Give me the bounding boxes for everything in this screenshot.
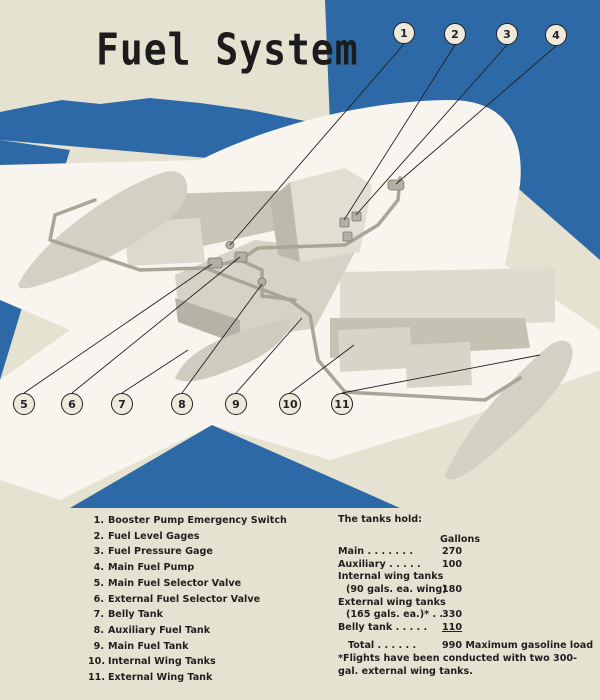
tank-value: 110 <box>442 622 462 635</box>
tank-label: Auxiliary . . . . . <box>338 559 421 570</box>
page-title: Fuel System <box>96 24 359 75</box>
legend-item: 1. Booster Pump Emergency Switch <box>88 513 287 529</box>
tank-row: External wing tanks <box>338 597 588 610</box>
tanks-unit-header: Gallons <box>338 534 588 547</box>
legend-text: Fuel Pressure Gage <box>108 546 213 557</box>
total-label: Total . . . . . . <box>338 640 416 651</box>
callout-4: 4 <box>545 24 567 46</box>
legend-text: Main Fuel Pump <box>108 562 194 573</box>
legend-text: Auxiliary Fuel Tank <box>108 625 210 636</box>
tank-value: 330 <box>442 609 462 622</box>
tanks-heading: The tanks hold: <box>338 514 588 527</box>
legend-number: 2. <box>88 529 104 545</box>
legend-item: 6. External Fuel Selector Valve <box>88 592 287 608</box>
tank-label: Belly tank . . . . . <box>338 622 427 633</box>
callout-2: 2 <box>444 23 466 45</box>
tank-label: Internal wing tanks <box>338 571 443 582</box>
legend-item: 8. Auxiliary Fuel Tank <box>88 623 287 639</box>
legend-item: 5. Main Fuel Selector Valve <box>88 576 287 592</box>
callout-3: 3 <box>496 23 518 45</box>
legend-number: 6. <box>88 592 104 608</box>
legend-text: Main Fuel Tank <box>108 641 189 652</box>
callout-1: 1 <box>393 22 415 44</box>
tank-capacity-table: The tanks hold: Gallons Main . . . . . .… <box>338 514 588 678</box>
legend-text: Internal Wing Tanks <box>108 656 216 667</box>
legend-number: 11. <box>88 670 104 686</box>
tank-row: Main . . . . . . . 270 <box>338 546 588 559</box>
legend-text: External Wing Tank <box>108 672 212 683</box>
legend-number: 3. <box>88 544 104 560</box>
internal-wing-tank-left <box>338 327 412 372</box>
legend-item: 10. Internal Wing Tanks <box>88 654 287 670</box>
tank-value: 270 <box>442 546 462 559</box>
legend-item: 4. Main Fuel Pump <box>88 560 287 576</box>
callout-11: 11 <box>331 393 353 415</box>
tank-label: (90 gals. ea. wing) <box>346 584 447 595</box>
total-value: 990 Maximum gasoline load <box>442 640 593 653</box>
footnote: *Flights have been conducted with two 30… <box>338 653 588 678</box>
tank-label: (165 gals. ea.)* . . <box>346 609 443 620</box>
tank-value: 100 <box>442 559 462 572</box>
legend-item: 3. Fuel Pressure Gage <box>88 544 287 560</box>
tank-label: Main . . . . . . . <box>338 546 413 557</box>
legend-number: 8. <box>88 623 104 639</box>
legend-text: Booster Pump Emergency Switch <box>108 515 287 526</box>
tank-row: Belly tank . . . . . 110 <box>338 622 588 635</box>
callout-5: 5 <box>13 393 35 415</box>
tank-total-row: Total . . . . . .990 Maximum gasoline lo… <box>338 640 588 653</box>
legend-number: 10. <box>88 654 104 670</box>
legend-item: 11. External Wing Tank <box>88 670 287 686</box>
parts-legend: 1. Booster Pump Emergency Switch 2. Fuel L… <box>88 513 287 686</box>
legend-number: 4. <box>88 560 104 576</box>
callout-8: 8 <box>171 393 193 415</box>
tank-label: External wing tanks <box>338 597 446 608</box>
callout-7: 7 <box>111 393 133 415</box>
legend-number: 9. <box>88 639 104 655</box>
legend-text: Fuel Level Gages <box>108 531 199 542</box>
legend-text: Belly Tank <box>108 609 163 620</box>
callout-9: 9 <box>225 393 247 415</box>
legend-text: Main Fuel Selector Valve <box>108 578 241 589</box>
tank-row: Internal wing tanks <box>338 571 588 584</box>
internal-wing-tank-right <box>405 342 472 388</box>
legend-number: 5. <box>88 576 104 592</box>
tank-value: 180 <box>442 584 462 597</box>
legend-item: 2. Fuel Level Gages <box>88 529 287 545</box>
legend-item: 9. Main Fuel Tank <box>88 639 287 655</box>
legend-text: External Fuel Selector Valve <box>108 594 260 605</box>
tank-row: (90 gals. ea. wing)180 <box>338 584 588 597</box>
legend-number: 1. <box>88 513 104 529</box>
callout-6: 6 <box>61 393 83 415</box>
callout-10: 10 <box>279 393 301 415</box>
legend-item: 7. Belly Tank <box>88 607 287 623</box>
tank-row: (165 gals. ea.)* . .330 <box>338 609 588 622</box>
legend-number: 7. <box>88 607 104 623</box>
tank-row: Auxiliary . . . . . 100 <box>338 559 588 572</box>
